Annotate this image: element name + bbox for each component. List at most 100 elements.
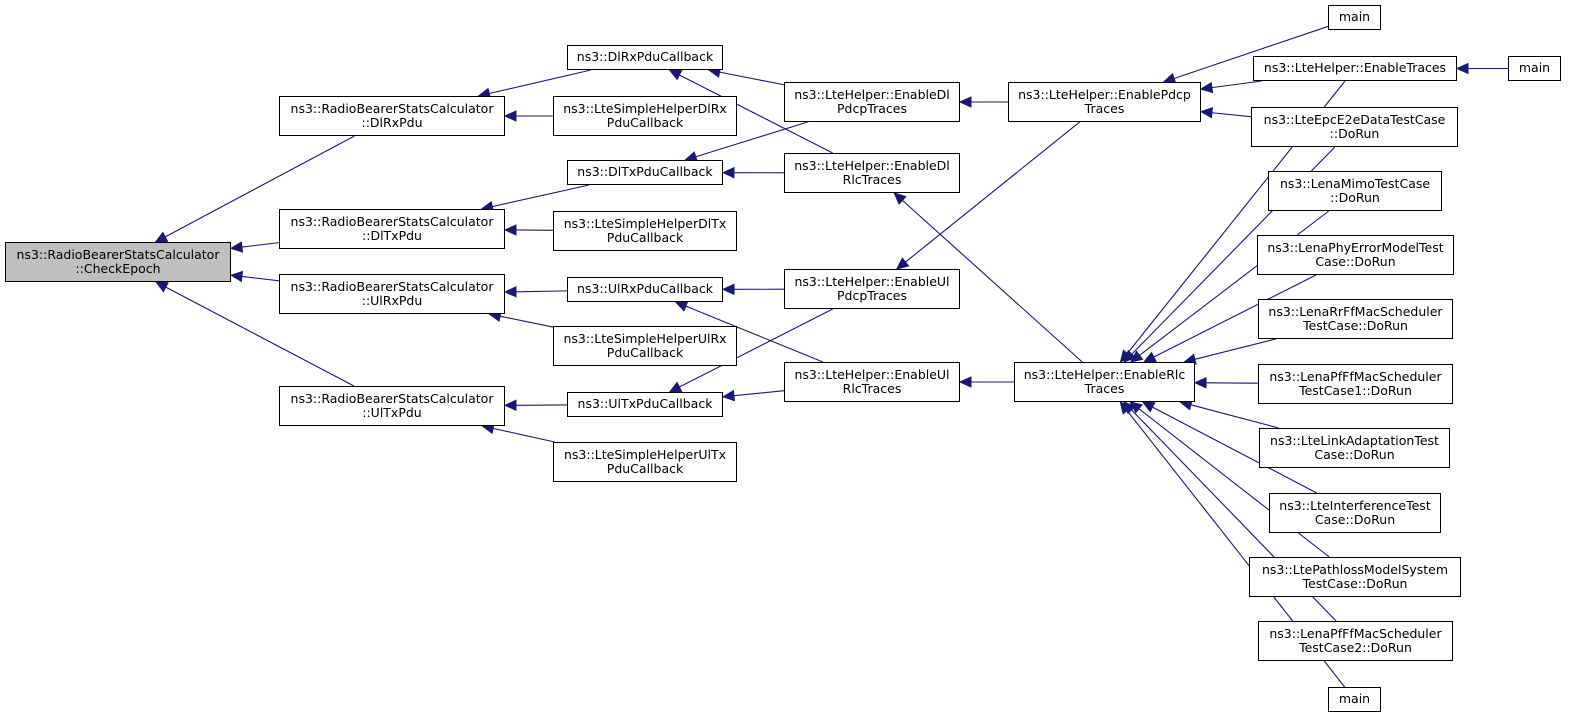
- node-dl-rx-pdu-line-2: ::DlRxPdu: [361, 115, 423, 130]
- node-simple-ul-tx-line-2: PduCallback: [606, 461, 684, 476]
- arrowhead-icon: [1455, 62, 1469, 75]
- node-lena-mimo[interactable]: ns3::LenaMimoTestCase ::DoRun: [1268, 171, 1442, 211]
- node-enable-pdcp-line-1: ns3::LteHelper::EnablePdcp: [1018, 86, 1191, 102]
- node-ul-rx-pdu-line-1: ns3::RadioBearerStatsCalculator: [290, 278, 494, 294]
- node-enable-traces-line-1: ns3::LteHelper::EnableTraces: [1263, 60, 1447, 76]
- node-simple-ul-rx[interactable]: ns3::LteSimpleHelperUlRx PduCallback: [553, 326, 737, 366]
- node-interference-line-2: Case::DoRun: [1314, 512, 1396, 527]
- node-main-right[interactable]: main: [1508, 56, 1561, 81]
- edge-link-adaptation-to-enable-rlc: [1190, 404, 1279, 429]
- node-link-adaptation-line-1: ns3::LteLinkAdaptationTest: [1270, 432, 1439, 448]
- node-pathloss[interactable]: ns3::LtePathlossModelSystem TestCase::Do…: [1249, 557, 1461, 597]
- node-enable-dl-pdcp[interactable]: ns3::LteHelper::EnableDl PdcpTraces: [784, 82, 960, 122]
- edge-ul-rx-pdu-callback-to-ul-rx-pdu: [515, 290, 568, 293]
- node-ul-rx-pdu-callback-line-1: ns3::UlRxPduCallback: [577, 281, 713, 297]
- node-dl-tx-pdu-line-1: ns3::RadioBearerStatsCalculator: [290, 213, 494, 229]
- node-enable-dl-rlc-line-2: RlcTraces: [842, 172, 902, 187]
- node-epc-e2e-line-1: ns3::LteEpcE2eDataTestCase: [1263, 111, 1446, 127]
- node-enable-ul-pdcp-line-2: PdcpTraces: [837, 288, 907, 303]
- arrowhead-icon: [503, 224, 517, 236]
- node-epc-e2e[interactable]: ns3::LteEpcE2eDataTestCase ::DoRun: [1251, 107, 1458, 147]
- node-ul-tx-pdu-line-1: ns3::RadioBearerStatsCalculator: [290, 390, 494, 406]
- node-simple-dl-tx-line-1: ns3::LteSimpleHelperDlTx: [563, 215, 727, 231]
- node-enable-ul-rlc-line-2: RlcTraces: [842, 381, 902, 396]
- edge-enable-dl-pdcp-to-dl-tx-pdu-callback: [695, 121, 808, 158]
- node-check-epoch-line-1: ns3::RadioBearerStatsCalculator: [16, 246, 220, 262]
- node-check-epoch-line-2: ::CheckEpoch: [75, 261, 161, 276]
- node-enable-dl-pdcp-line-2: PdcpTraces: [837, 101, 907, 116]
- arrowhead-icon: [893, 192, 907, 205]
- edge-interference-to-enable-rlc: [1152, 406, 1318, 494]
- node-simple-ul-rx-line-1: ns3::LteSimpleHelperUlRx: [563, 330, 727, 346]
- arrowhead-icon: [1141, 401, 1156, 413]
- node-enable-dl-pdcp-line-1: ns3::LteHelper::EnableDl: [794, 86, 950, 102]
- node-dl-tx-pdu-line-2: ::DlTxPdu: [362, 228, 422, 243]
- node-ul-tx-pdu[interactable]: ns3::RadioBearerStatsCalculator ::UlTxPd…: [279, 386, 505, 426]
- node-enable-ul-rlc-line-1: ns3::LteHelper::EnableUl: [794, 366, 950, 382]
- node-enable-ul-pdcp-line-1: ns3::LteHelper::EnableUl: [794, 273, 950, 289]
- edge-lena-rr-ff-to-enable-rlc: [1194, 338, 1276, 360]
- node-simple-dl-rx-line-1: ns3::LteSimpleHelperDlRx: [563, 100, 727, 116]
- node-simple-ul-tx[interactable]: ns3::LteSimpleHelperUlTx PduCallback: [553, 442, 737, 482]
- node-main-bottom-line-1: main: [1338, 691, 1371, 707]
- node-lena-phy-error[interactable]: ns3::LenaPhyErrorModelTest Case::DoRun: [1257, 235, 1454, 275]
- node-lena-rr-ff-line-2: TestCase::DoRun: [1303, 318, 1408, 333]
- node-simple-ul-rx-line-2: PduCallback: [606, 345, 684, 360]
- arrowhead-icon: [721, 166, 735, 179]
- node-check-epoch: ns3::RadioBearerStatsCalculator ::CheckE…: [5, 242, 231, 282]
- edge-enable-ul-rlc-to-ul-tx-pdu-callback: [733, 390, 785, 397]
- node-main-top[interactable]: main: [1328, 5, 1381, 30]
- node-enable-traces[interactable]: ns3::LteHelper::EnableTraces: [1253, 56, 1457, 81]
- node-lena-rr-ff[interactable]: ns3::LenaRrFfMacScheduler TestCase::DoRu…: [1258, 299, 1453, 339]
- node-enable-dl-rlc[interactable]: ns3::LteHelper::EnableDl RlcTraces: [784, 153, 960, 193]
- node-lena-pf-ff-2-line-1: ns3::LenaPfFfMacScheduler: [1269, 625, 1442, 641]
- node-lena-phy-error-line-2: Case::DoRun: [1315, 254, 1396, 269]
- node-link-adaptation[interactable]: ns3::LteLinkAdaptationTest Case::DoRun: [1259, 428, 1450, 468]
- arrowhead-icon: [958, 376, 972, 388]
- arrowhead-icon: [1119, 401, 1132, 415]
- arrowhead-icon: [721, 389, 736, 402]
- edge-enable-ul-rlc-to-ul-rx-pdu-callback: [685, 305, 824, 363]
- node-link-adaptation-line-2: Case::DoRun: [1314, 447, 1395, 462]
- arrowhead-icon: [1199, 81, 1214, 94]
- node-interference[interactable]: ns3::LteInterferenceTest Case::DoRun: [1269, 493, 1441, 533]
- node-enable-pdcp[interactable]: ns3::LteHelper::EnablePdcp Traces: [1008, 82, 1201, 122]
- arrowhead-icon: [503, 286, 517, 298]
- node-dl-tx-pdu-callback-line-1: ns3::DlTxPduCallback: [577, 164, 713, 180]
- node-pathloss-line-2: TestCase::DoRun: [1302, 576, 1408, 591]
- node-lena-pf-ff-2[interactable]: ns3::LenaPfFfMacScheduler TestCase2::DoR…: [1258, 621, 1453, 661]
- node-lena-mimo-line-1: ns3::LenaMimoTestCase: [1279, 175, 1431, 191]
- edge-dl-rx-pdu-callback-to-dl-rx-pdu: [489, 69, 592, 95]
- node-ul-rx-pdu[interactable]: ns3::RadioBearerStatsCalculator ::UlRxPd…: [279, 274, 505, 314]
- node-lena-pf-ff-1[interactable]: ns3::LenaPfFfMacScheduler TestCase1::DoR…: [1258, 364, 1453, 404]
- arrowhead-icon: [668, 381, 683, 393]
- node-ul-rx-pdu-line-2: ::UlRxPdu: [361, 293, 423, 308]
- arrowhead-icon: [958, 96, 972, 108]
- node-main-bottom[interactable]: main: [1328, 687, 1381, 712]
- edge-dl-rx-pdu-to-check-epoch: [164, 135, 355, 238]
- node-enable-ul-pdcp[interactable]: ns3::LteHelper::EnableUl PdcpTraces: [784, 269, 960, 309]
- node-lena-phy-error-line-1: ns3::LenaPhyErrorModelTest: [1267, 239, 1444, 255]
- node-ul-rx-pdu-callback[interactable]: ns3::UlRxPduCallback: [567, 277, 723, 302]
- edge-main-top-to-enable-pdcp: [1173, 25, 1329, 79]
- node-ul-tx-pdu-callback[interactable]: ns3::UlTxPduCallback: [567, 392, 723, 417]
- node-interference-line-1: ns3::LteInterferenceTest: [1279, 497, 1431, 513]
- arrowhead-icon: [1123, 349, 1137, 363]
- node-lena-pf-ff-1-line-2: TestCase1::DoRun: [1299, 383, 1412, 398]
- arrowhead-icon: [895, 257, 910, 270]
- node-simple-dl-rx[interactable]: ns3::LteSimpleHelperDlRx PduCallback: [553, 96, 737, 136]
- node-ul-tx-pdu-callback-line-1: ns3::UlTxPduCallback: [577, 396, 713, 412]
- node-lena-rr-ff-line-1: ns3::LenaRrFfMacScheduler: [1268, 303, 1443, 319]
- node-dl-rx-pdu-callback[interactable]: ns3::DlRxPduCallback: [567, 45, 723, 70]
- node-dl-tx-pdu[interactable]: ns3::RadioBearerStatsCalculator ::DlTxPd…: [279, 209, 505, 249]
- node-enable-ul-rlc[interactable]: ns3::LteHelper::EnableUl RlcTraces: [784, 362, 960, 402]
- node-enable-rlc[interactable]: ns3::LteHelper::EnableRlc Traces: [1014, 362, 1195, 402]
- edge-enable-rlc-to-enable-dl-rlc: [902, 199, 1083, 363]
- node-dl-rx-pdu[interactable]: ns3::RadioBearerStatsCalculator ::DlRxPd…: [279, 96, 505, 136]
- node-simple-dl-tx[interactable]: ns3::LteSimpleHelperDlTx PduCallback: [553, 211, 737, 251]
- edge-enable-pdcp-to-enable-ul-pdcp: [905, 121, 1080, 263]
- edge-simple-ul-rx-to-ul-rx-pdu: [499, 315, 554, 328]
- node-dl-rx-pdu-callback-line-1: ns3::DlRxPduCallback: [576, 49, 714, 65]
- node-dl-tx-pdu-callback[interactable]: ns3::DlTxPduCallback: [567, 160, 723, 185]
